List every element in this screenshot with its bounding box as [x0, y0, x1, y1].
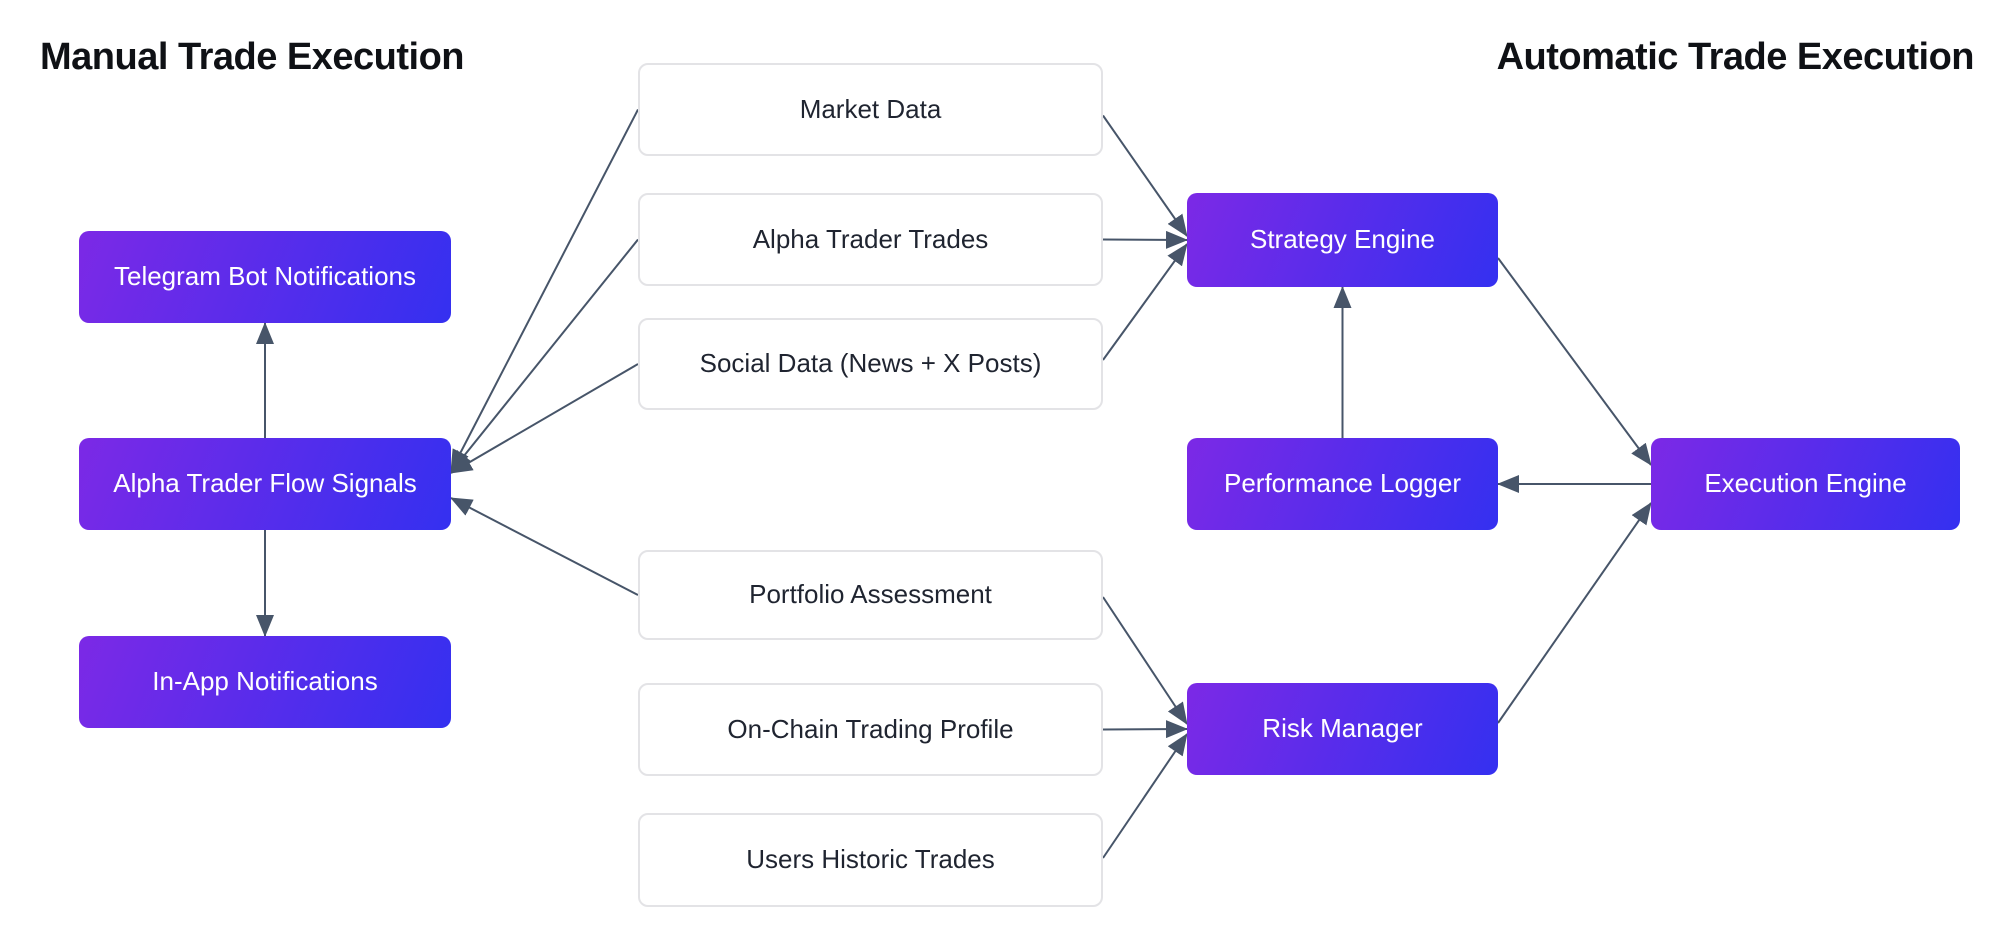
edge-users-to-risk: [1102, 733, 1188, 859]
edge-portfolio-to-alpha_flow: [450, 497, 639, 596]
node-portfolio: Portfolio Assessment: [638, 550, 1103, 640]
node-market: Market Data: [638, 63, 1103, 156]
node-alpha_trades: Alpha Trader Trades: [638, 193, 1103, 286]
node-label: Telegram Bot Notifications: [113, 261, 417, 292]
node-label: Risk Manager: [1262, 713, 1423, 744]
node-on_chain: On-Chain Trading Profile: [638, 683, 1103, 776]
node-perf: Performance Logger: [1187, 438, 1498, 530]
node-label: Alpha Trader Trades: [752, 223, 989, 254]
edge-on_chain-to-risk: [1102, 720, 1188, 739]
node-in_app: In-App Notifications: [79, 636, 451, 728]
node-social: Social Data (News + X Posts): [638, 318, 1103, 410]
node-execution: Execution Engine: [1651, 438, 1960, 530]
edge-strategy-to-execution: [1497, 257, 1652, 466]
node-users: Users Historic Trades: [638, 813, 1103, 907]
node-label: In-App Notifications: [152, 666, 378, 697]
edge-market-to-alpha_flow: [450, 109, 639, 472]
node-label: Portfolio Assessment: [749, 579, 992, 610]
edge-alpha_trades-to-alpha_flow: [450, 238, 639, 473]
node-alpha_flow: Alpha Trader Flow Signals: [79, 438, 451, 530]
edge-social-to-alpha_flow: [450, 363, 639, 474]
node-label: Alpha Trader Flow Signals: [113, 468, 417, 499]
edge-social-to-strategy: [1102, 243, 1188, 361]
edge-risk-to-execution: [1497, 502, 1652, 724]
node-label: Users Historic Trades: [746, 844, 995, 875]
node-label: On-Chain Trading Profile: [727, 713, 1014, 744]
node-label: Market Data: [799, 93, 942, 124]
edge-portfolio-to-risk: [1102, 596, 1188, 725]
automatic-section-title: Automatic Trade Execution: [1496, 36, 1975, 78]
node-label: Strategy Engine: [1249, 224, 1435, 255]
node-label: Performance Logger: [1223, 468, 1462, 499]
node-telegram: Telegram Bot Notifications: [79, 231, 451, 323]
edge-alpha_trades-to-strategy: [1102, 230, 1188, 249]
node-risk: Risk Manager: [1187, 683, 1498, 775]
node-label: Social Data (News + X Posts): [699, 348, 1042, 379]
edge-market-to-strategy: [1102, 114, 1188, 237]
node-strategy: Strategy Engine: [1187, 193, 1498, 287]
node-label: Execution Engine: [1704, 468, 1907, 499]
manual-section-title: Manual Trade Execution: [40, 36, 465, 78]
